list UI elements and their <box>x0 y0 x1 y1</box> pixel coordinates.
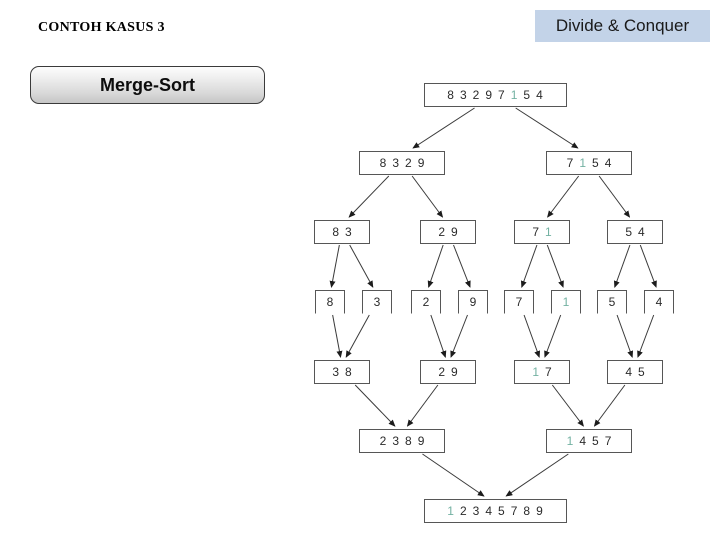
tree-edge <box>354 384 396 427</box>
tree-node: 8 3 2 9 7 1 5 4 <box>423 83 567 107</box>
tree-edge <box>450 314 468 358</box>
tree-edge <box>520 244 538 288</box>
tree-node: 2 9 <box>420 220 476 244</box>
tree-node: 8 3 2 9 <box>359 151 445 175</box>
tree-edge <box>348 175 390 218</box>
tree-node: 8 3 <box>314 220 370 244</box>
merge-sort-button-label: Merge-Sort <box>99 74 195 95</box>
tree-edge <box>616 314 634 358</box>
tree-node: 1 4 5 7 <box>546 429 632 453</box>
tree-edge <box>639 244 657 288</box>
tree-edge <box>547 175 580 218</box>
tree-node: 4 5 <box>607 360 663 384</box>
tree-node: 7 1 5 4 <box>546 151 632 175</box>
tree-edge <box>637 314 655 358</box>
tree-node: 7 1 <box>514 220 570 244</box>
tree-edge <box>505 453 569 497</box>
tree-edge <box>422 453 485 497</box>
tree-edge <box>329 244 340 288</box>
tree-edge <box>349 244 374 288</box>
tree-leaf-node: 8 <box>315 290 345 314</box>
tree-node: 2 9 <box>420 360 476 384</box>
page-title: Divide & Conquer <box>555 16 690 35</box>
tree-leaf-node: 3 <box>362 290 392 314</box>
tree-edge <box>546 244 564 288</box>
tree-node: 1 2 3 4 5 7 8 9 <box>423 499 567 523</box>
merge-sort-button[interactable]: Merge-Sort <box>30 66 265 104</box>
tree-edge <box>613 244 631 288</box>
tree-edge <box>544 314 562 358</box>
tree-edge <box>593 384 626 427</box>
tree-edge <box>453 244 471 288</box>
tree-node: 3 8 <box>314 360 370 384</box>
tree-leaf-node: 5 <box>597 290 627 314</box>
tree-edge <box>412 107 475 149</box>
tree-leaf-node: 7 <box>504 290 534 314</box>
tree-node: 5 4 <box>607 220 663 244</box>
tree-node: 1 7 <box>514 360 570 384</box>
tree-leaf-node: 2 <box>411 290 441 314</box>
tree-edge <box>345 314 370 358</box>
tree-node: 2 3 8 9 <box>359 429 445 453</box>
tree-edge <box>332 314 343 358</box>
tree-leaf-node: 1 <box>551 290 581 314</box>
tree-edge <box>406 384 439 427</box>
tree-edge <box>411 175 444 218</box>
case-heading: CONTOH KASUS 3 <box>38 20 165 35</box>
tree-edge <box>430 314 447 358</box>
tree-edge <box>551 384 584 427</box>
title-band: Divide & Conquer <box>535 10 710 42</box>
tree-edge <box>598 175 631 218</box>
tree-edge <box>427 244 444 288</box>
tree-edge <box>523 314 541 358</box>
tree-edge <box>515 107 579 149</box>
tree-leaf-node: 4 <box>644 290 674 314</box>
tree-leaf-node: 9 <box>458 290 488 314</box>
